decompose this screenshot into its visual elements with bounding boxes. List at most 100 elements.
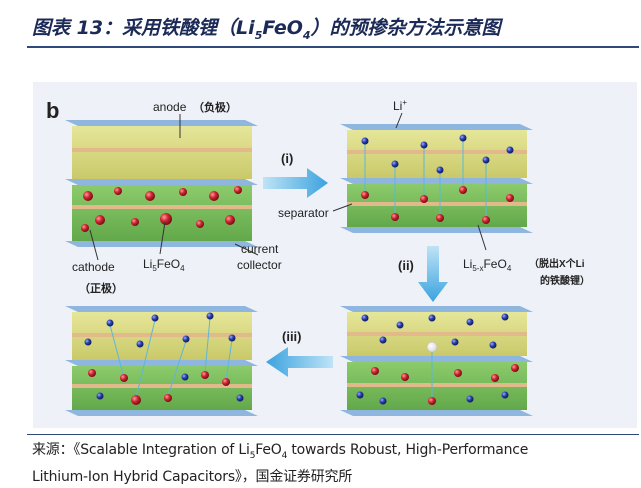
lfo-label-feo: FeO	[157, 257, 180, 271]
anode-cn-label: （负极）	[193, 100, 237, 114]
lfo-particle	[81, 224, 89, 232]
li-ion	[181, 373, 189, 381]
anode-stripe	[347, 150, 527, 154]
delith-label-sub2: 4	[507, 264, 512, 273]
delith-note-1: （脱出X个Li	[529, 257, 585, 270]
lfo-particle	[114, 187, 122, 195]
lfo-pointer	[159, 221, 166, 255]
cathode-stripe	[347, 383, 527, 387]
step-2-label: (ii)	[398, 258, 414, 273]
lfo-particle	[371, 367, 379, 375]
lfo-particle	[428, 397, 436, 405]
ion-path	[167, 340, 187, 397]
anode-collector-top	[65, 120, 258, 126]
cell-initial	[65, 120, 258, 247]
li-ion	[501, 313, 509, 321]
step-arrow-2	[418, 246, 448, 302]
li-ion	[136, 340, 144, 348]
li-vacancy	[426, 341, 438, 353]
ion-path	[109, 324, 125, 379]
lfo-particle	[131, 395, 141, 405]
li-ion	[84, 338, 92, 346]
li-ion	[451, 338, 459, 346]
li-ion-label-plus: +	[402, 98, 407, 107]
cell-final	[65, 306, 258, 416]
cathode-collector-bottom	[340, 227, 533, 233]
lfo-label: Li5FeO4	[143, 257, 185, 273]
li-ion	[466, 395, 474, 403]
lfo-particle	[234, 186, 242, 194]
source-line-2: Lithium-Ion Hybrid Capacitors》，国金证券研究所	[32, 468, 353, 485]
li-ion	[428, 314, 436, 322]
li-ion	[501, 391, 509, 399]
step-arrow-1	[263, 168, 328, 198]
li-ion	[361, 314, 369, 322]
lfo-particle	[95, 215, 105, 225]
lfo-particle	[420, 195, 428, 203]
anode-collector-top	[65, 306, 258, 312]
li-ion	[466, 318, 474, 326]
lfo-particle	[131, 218, 139, 226]
separator-label: separator	[278, 206, 329, 220]
lfo-particle	[361, 191, 369, 199]
li-ion	[106, 319, 114, 327]
cathode-pointer	[89, 229, 99, 261]
anode-layer	[72, 126, 252, 179]
lfo-particle	[201, 371, 209, 379]
li-ion-pointer	[395, 112, 403, 129]
lfo-particle	[222, 378, 230, 386]
lfo-particle	[164, 394, 172, 402]
li-ion	[182, 335, 190, 343]
delith-pointer	[477, 224, 487, 251]
separator-pointer	[332, 203, 353, 212]
source-note: 来源：《Scalable Integration of Li5FeO4 towa…	[32, 440, 637, 488]
cathode-collector-bottom	[65, 410, 258, 416]
lfo-particle	[454, 369, 462, 377]
li-ion	[379, 336, 387, 344]
lfo-particle	[436, 214, 444, 222]
li-ion	[228, 334, 236, 342]
source-sub-4: 4	[281, 450, 288, 461]
title-text-suffix: ）的预掺杂方法示意图	[310, 17, 501, 39]
separator-collector	[65, 360, 258, 366]
separator-collector	[340, 178, 533, 184]
lfo-particle	[83, 191, 93, 201]
ion-path	[204, 317, 211, 374]
delith-label-li: Li	[463, 257, 472, 271]
li-ion	[236, 394, 244, 402]
cathode-stripe	[347, 202, 527, 206]
separator-collector	[65, 179, 258, 185]
li-ion	[506, 146, 514, 154]
source-text-b: towards Robust, High-Performance	[287, 442, 529, 458]
lfo-particle	[482, 216, 490, 224]
delith-label-sub: 5-x	[472, 264, 483, 273]
anode-stripe	[72, 148, 252, 152]
lfo-particle	[196, 220, 204, 228]
li-ion	[361, 137, 369, 145]
lfo-particle	[491, 374, 499, 382]
title-subscript-5: 5	[254, 28, 263, 42]
title-text-prefix: 图表 13：采用铁酸锂（Li	[32, 17, 255, 39]
delith-label: Li5-xFeO4	[463, 257, 512, 273]
lfo-particle	[511, 364, 519, 372]
li-ion	[489, 341, 497, 349]
lfo-particle	[179, 188, 187, 196]
lfo-particle	[401, 373, 409, 381]
anode-collector-top	[340, 124, 533, 130]
collector-pointer	[234, 243, 259, 256]
title-divider	[27, 46, 639, 48]
anode-collector-top	[340, 306, 533, 312]
li-ion	[96, 392, 104, 400]
ion-path	[225, 339, 233, 381]
li-ion-label: Li+	[393, 98, 407, 113]
source-sub-5: 5	[249, 450, 256, 461]
panel-letter: b	[46, 98, 59, 123]
lfo-particle	[225, 215, 235, 225]
li-ion	[379, 397, 387, 405]
lfo-particle	[209, 191, 219, 201]
anode-stripe	[347, 332, 527, 336]
collector-label-2: collector	[237, 258, 282, 272]
li-ion-label-li: Li	[393, 99, 402, 113]
lfo-particle	[459, 186, 467, 194]
